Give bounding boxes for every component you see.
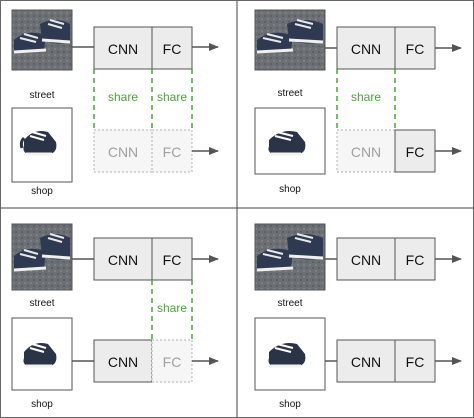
fc-box-bottom-label: FC [163,354,182,370]
cnn-box-bottom-label: CNN [351,354,381,370]
fc-box-top-label: FC [406,252,425,268]
street-image [254,223,326,291]
fc-box-top [151,237,193,281]
cnn-box-top-label: CNN [108,252,138,268]
shop-label: shop [31,399,53,410]
share-fc-label: share [157,90,187,104]
street-label: street [277,298,302,309]
fc-box-top-label: FC [406,41,425,57]
panel-1: street shop CNN FC share share CNN FC [11,9,219,197]
shop-label: shop [279,184,301,195]
share-fc-label: share [157,301,187,315]
fc-box-bottom-label: FC [163,144,182,160]
share-cnn-label: share [108,90,138,104]
cnn-box-bottom [336,339,396,383]
fc-box-top-label: FC [163,41,182,57]
street-label: street [29,90,54,101]
shop-image [254,107,326,175]
cnn-box-top [93,237,153,281]
shop-image [11,107,73,183]
cnn-box-bottom [93,129,153,173]
street-image [254,9,326,71]
street-label: street [277,88,302,99]
cnn-box-bottom-label: CNN [108,354,138,370]
shop-image [254,317,326,391]
shop-image [11,317,73,391]
fc-box-bottom [394,339,436,383]
cnn-box-bottom-label: CNN [108,144,138,160]
cnn-box-bottom-label: CNN [351,144,381,160]
fc-box-top [151,26,193,70]
panel-4: street shop CNN FC CNN FC [254,223,462,410]
street-image [11,223,73,291]
street-label: street [29,298,54,309]
shop-label: shop [31,186,53,197]
shop-label: shop [279,399,301,410]
fc-box-bottom [394,129,436,173]
fc-box-top [394,237,436,281]
cnn-box-top-label: CNN [351,41,381,57]
cnn-box-top-label: CNN [351,252,381,268]
fc-box-top [394,26,436,70]
cnn-box-bottom [336,129,396,173]
cnn-box-top-label: CNN [108,41,138,57]
fc-box-bottom [151,129,193,173]
cnn-box-top [336,26,396,70]
share-cnn-label: share [351,90,381,104]
street-image [11,9,73,71]
cnn-box-top [336,237,396,281]
fc-box-top-label: FC [163,252,182,268]
panel-2: street shop CNN FC share CNN FC [254,9,462,195]
panel-3: street shop CNN FC share CNN FC [11,223,219,410]
fc-box-bottom-label: FC [406,354,425,370]
fc-box-bottom-label: FC [406,144,425,160]
